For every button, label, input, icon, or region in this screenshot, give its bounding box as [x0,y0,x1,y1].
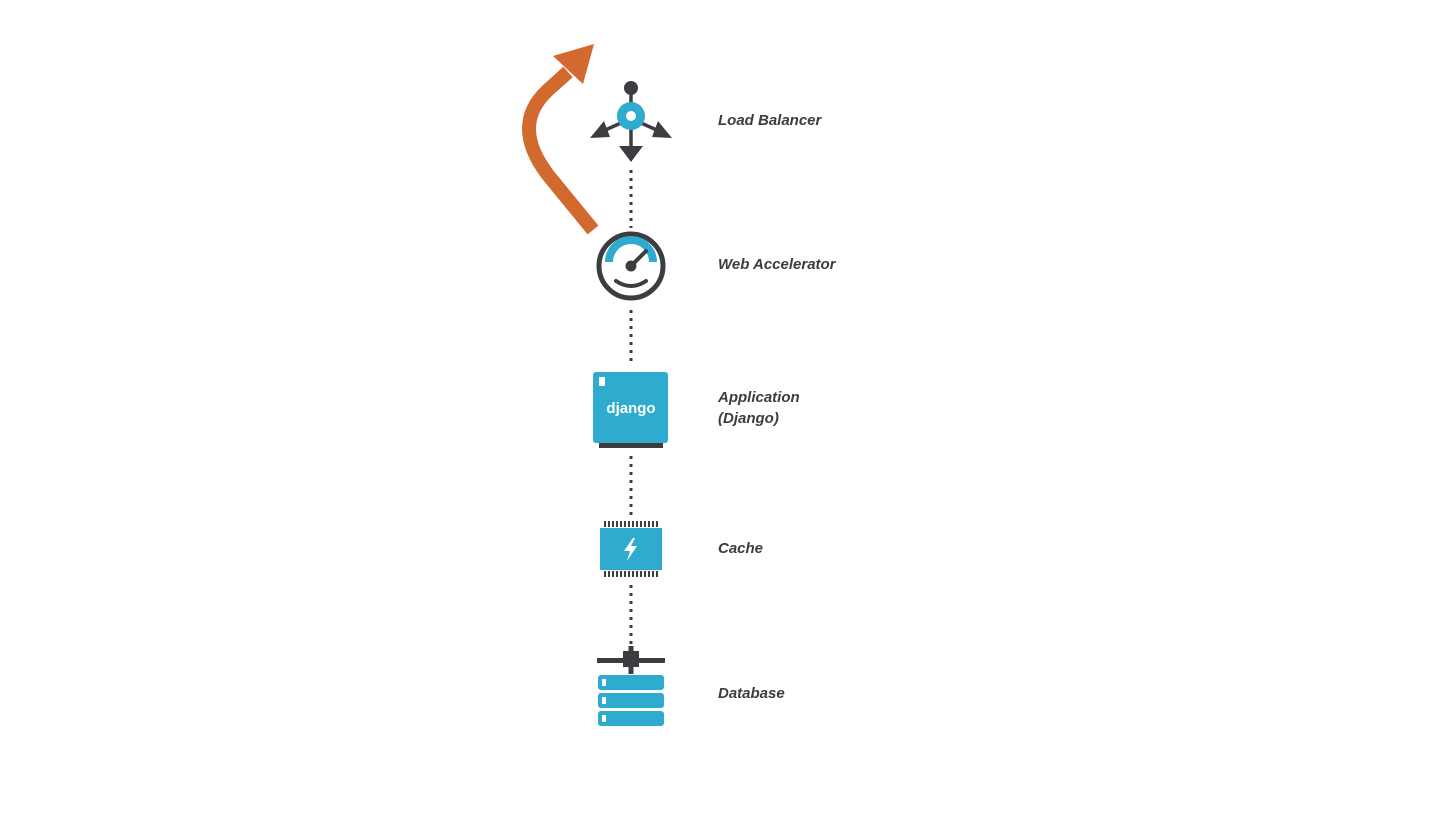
memory-chip-icon [600,521,662,577]
label-application: Application (Django) [718,387,800,429]
chip-pin [644,571,646,577]
label-load-balancer: Load Balancer [718,112,822,129]
chip-pin [632,521,634,527]
chip-pin [640,571,642,577]
label-cache: Cache [718,540,764,557]
chip-pin [624,571,626,577]
chip-pin [636,521,638,527]
chip-pin [648,571,650,577]
label-web-accelerator: Web Accelerator [718,256,836,273]
chip-pin [604,521,606,527]
chip-pin [616,571,618,577]
label-application-line-1: Application [718,389,800,406]
server-icon: django [593,372,668,448]
chip-pin [608,521,610,527]
label-application-line-2: (Django) [718,410,779,427]
chip-pin [632,571,634,577]
chip-pin [644,521,646,527]
label-database: Database [718,685,785,702]
chip-pin [628,571,630,577]
chip-pin [636,571,638,577]
chip-pin [652,521,654,527]
chip-pin [656,521,658,527]
chip-pin [628,521,630,527]
chip-pin [612,571,614,577]
django-logo-text: django [606,400,655,417]
chip-pin [608,571,610,577]
chip-pin [616,521,618,527]
speedometer-icon [596,231,666,301]
load-balancer-icon [590,81,672,162]
chip-pin [656,571,658,577]
chip-pin [620,571,622,577]
chip-pin [620,521,622,527]
chip-pin [612,521,614,527]
curved-arrow-icon [522,44,599,235]
chip-pin [624,521,626,527]
chip-pin [640,521,642,527]
chip-pin [652,571,654,577]
chip-pin [648,521,650,527]
chip-pin [604,571,606,577]
database-stack-icon [597,646,665,726]
